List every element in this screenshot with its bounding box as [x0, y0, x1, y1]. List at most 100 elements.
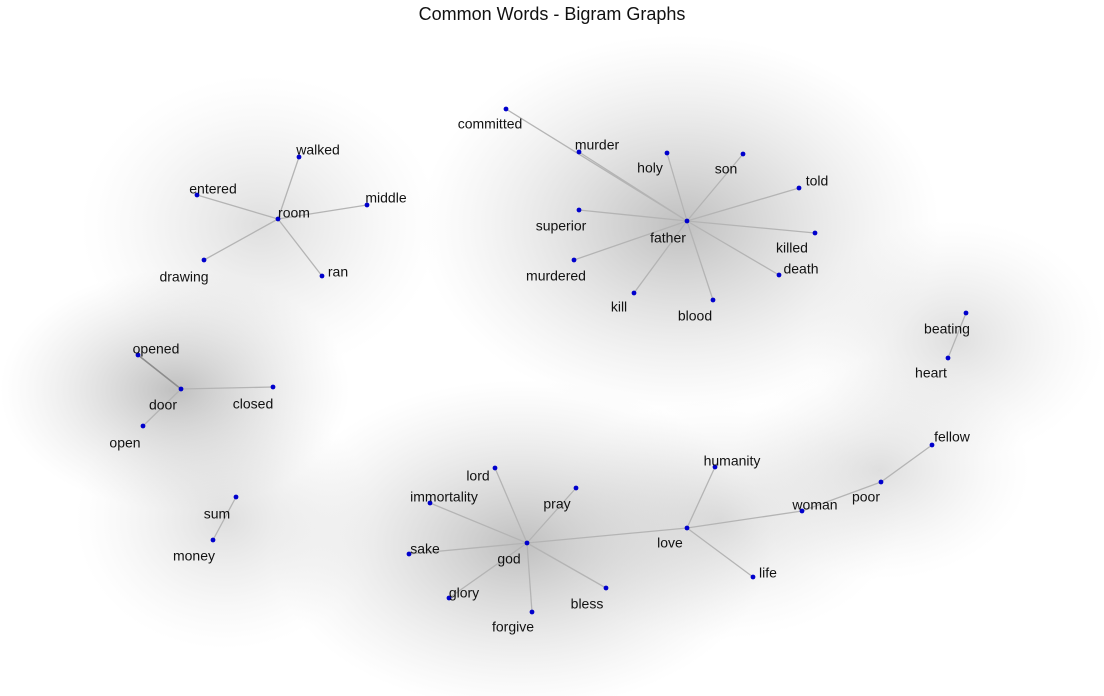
node-label-door: door [149, 397, 177, 413]
edge-murder-father [578, 151, 688, 222]
node-label-drawing: drawing [159, 269, 208, 285]
node-love [684, 525, 690, 531]
edge-kill-father [633, 220, 688, 294]
node-label-blood: blood [678, 308, 712, 324]
node-woman [799, 508, 805, 514]
edge-sake-god [408, 542, 528, 555]
node-label-love: love [657, 535, 683, 551]
node-holy [664, 150, 670, 156]
edge-lord-god [494, 467, 528, 544]
edge-entered-room [196, 194, 279, 220]
node-label-sake: sake [410, 541, 440, 557]
node-label-killed: killed [776, 240, 808, 256]
node-label-humanity: humanity [704, 453, 761, 469]
edge-door-closed [180, 386, 274, 390]
edge-opened-door [137, 354, 182, 390]
node-son [740, 151, 746, 157]
node-glory [446, 595, 452, 601]
node-father [684, 218, 690, 224]
node-label-immortality: immortality [410, 489, 478, 505]
node-label-superior: superior [536, 218, 587, 234]
node-label-murdered: murdered [526, 268, 586, 284]
node-open [140, 423, 146, 429]
edge-love-humanity [686, 466, 716, 529]
node-label-open: open [109, 435, 140, 451]
edge-drawing-room [203, 218, 279, 261]
edge-father-told [686, 187, 800, 222]
node-opened [135, 352, 141, 358]
node-label-son: son [715, 161, 738, 177]
node-label-holy: holy [637, 160, 663, 176]
node-middle [364, 202, 370, 208]
edge-father-blood [686, 220, 714, 301]
node-label-lord: lord [466, 468, 489, 484]
node-superior [576, 207, 582, 213]
node-label-glory: glory [449, 585, 479, 601]
node-label-death: death [783, 261, 818, 277]
node-label-middle: middle [365, 190, 406, 206]
node-entered [194, 192, 200, 198]
edge-walked-room [277, 156, 300, 220]
node-drawing [201, 257, 207, 263]
node-layer [135, 106, 969, 615]
node-label-father: father [650, 230, 686, 246]
node-label-ran: ran [328, 264, 348, 280]
edge-son-father [686, 153, 744, 222]
node-committed [503, 106, 509, 112]
edge-poor-fellow [880, 444, 933, 483]
node-label-beating: beating [924, 321, 970, 337]
node-label-fellow: fellow [934, 429, 971, 445]
node-lord [492, 465, 498, 471]
node-beating [963, 310, 969, 316]
edge-room-ran [277, 218, 323, 277]
node-sake [406, 551, 412, 557]
edge-murdered-father [573, 220, 688, 261]
node-blood [710, 297, 716, 303]
node-label-entered: entered [189, 181, 236, 197]
node-label-forgive: forgive [492, 619, 534, 635]
node-death [776, 272, 782, 278]
node-label-walked: walked [295, 142, 340, 158]
node-forgive [529, 609, 535, 615]
node-sum [233, 494, 239, 500]
node-fellow [929, 442, 935, 448]
node-ran [319, 273, 325, 279]
node-immortality [427, 500, 433, 506]
node-room [275, 216, 281, 222]
node-money [210, 537, 216, 543]
node-label-heart: heart [915, 365, 947, 381]
node-poor [878, 479, 884, 485]
node-label-committed: committed [458, 116, 523, 132]
node-label-room: room [278, 205, 310, 221]
edge-love-life [686, 527, 754, 578]
edge-sum-money [212, 496, 237, 541]
node-label-pray: pray [543, 496, 570, 512]
node-label-bless: bless [571, 596, 604, 612]
node-walked [296, 154, 302, 160]
node-life [750, 574, 756, 580]
edge-superior-father [578, 209, 688, 222]
node-door [178, 386, 184, 392]
node-heart [945, 355, 951, 361]
edge-layer [137, 108, 967, 613]
edge-god-love [526, 527, 688, 544]
node-pray [573, 485, 579, 491]
edge-god-bless [526, 542, 607, 589]
node-label-woman: woman [791, 497, 837, 513]
edge-holy-father [666, 152, 688, 222]
node-label-kill: kill [611, 299, 627, 315]
node-label-closed: closed [233, 396, 273, 412]
node-murdered [571, 257, 577, 263]
node-killed [812, 230, 818, 236]
node-bless [603, 585, 609, 591]
label-layer: room walked entered middle drawing ran father c… [109, 116, 970, 635]
edge-love-woman [686, 510, 803, 529]
edge-glory-god [448, 542, 528, 599]
edge-pray-god [526, 487, 577, 544]
node-label-life: life [759, 565, 777, 581]
edge-open-door [142, 388, 182, 427]
node-label-poor: poor [852, 489, 880, 505]
edge-immortality-god [429, 502, 528, 544]
node-god [524, 540, 530, 546]
edge-forgive-god [526, 542, 533, 613]
